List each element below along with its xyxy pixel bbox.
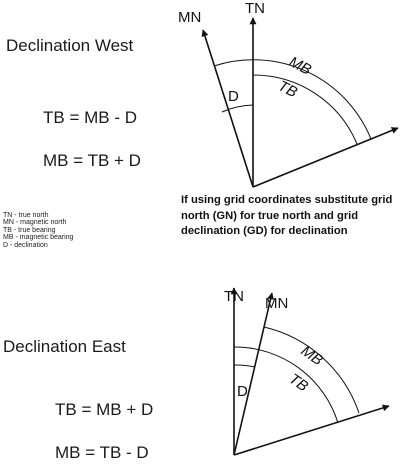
east-bearing-arrow	[233, 404, 390, 456]
east-formula-tb: TB = MB + D	[55, 400, 154, 419]
west-true-bearing-arc	[252, 74, 358, 145]
legend-item: TB - true bearing	[3, 226, 56, 234]
west-label-mb: MB	[286, 53, 314, 78]
legend-item: MB - magnetic bearing	[3, 234, 74, 242]
legend: TN - true north MN - magnetic north TB -…	[3, 212, 73, 249]
west-label-tn: TN	[245, 0, 265, 17]
east-label-tn: TN	[224, 288, 244, 305]
east-label-tb: TB	[286, 370, 311, 395]
east-formula-mb: MB = TB - D	[55, 443, 149, 462]
west-title: Declination West	[6, 36, 134, 55]
west-declination-arc	[221, 104, 254, 113]
legend-item: MN - magnetic north	[3, 219, 67, 227]
west-label-tb: TB	[275, 77, 300, 101]
west-bearing-arrow	[252, 127, 399, 188]
west-diagram: MN TN D MB TB	[178, 0, 399, 188]
east-label-d: D	[237, 383, 248, 400]
grid-coordinates-note: If using grid coordinates substitute gri…	[181, 194, 393, 237]
west-formula-tb: TB = MB - D	[43, 108, 137, 127]
east-label-mn: MN	[265, 295, 288, 312]
east-magnetic-north-arrow	[233, 292, 274, 456]
east-true-bearing-arc	[233, 346, 339, 424]
legend-item: D - declination	[3, 241, 48, 249]
east-magnetic-bearing-arc	[263, 326, 360, 414]
west-label-d: D	[228, 88, 239, 105]
legend-item: TN - true north	[3, 212, 49, 219]
west-magnetic-north-arrow	[201, 29, 254, 188]
east-declination-arc	[233, 364, 256, 368]
east-label-mb: MB	[298, 342, 326, 369]
east-diagram: TN MN D MB TB	[224, 287, 390, 456]
west-magnetic-bearing-arc	[213, 59, 372, 140]
west-formula-mb: MB = TB + D	[43, 151, 141, 170]
west-label-mn: MN	[178, 9, 201, 26]
east-title: Declination East	[3, 337, 126, 356]
